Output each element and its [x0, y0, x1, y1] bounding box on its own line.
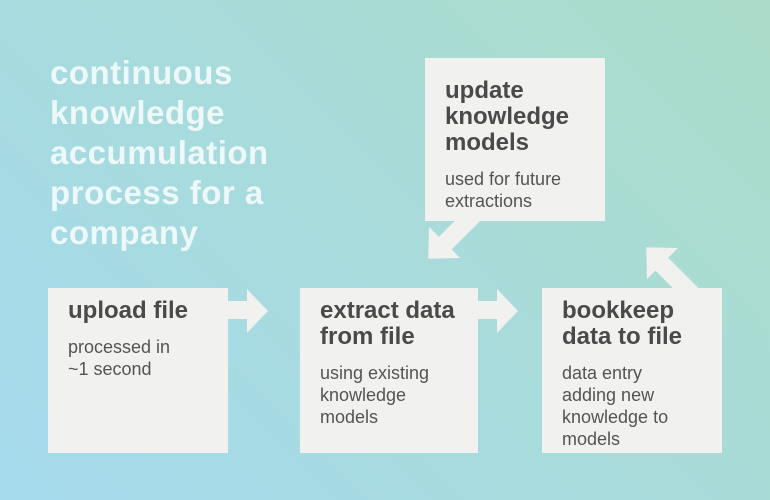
- diagram-title-line: accumulation: [50, 134, 269, 171]
- node-subtitle-line: using existing: [320, 363, 430, 383]
- node-title-line: knowledge: [445, 103, 570, 130]
- diagram-title-line: continuous: [50, 54, 233, 91]
- arrow-right-upload-to-extract-icon: [228, 289, 268, 333]
- node-subtitle: data entry adding new knowledge to model…: [562, 362, 708, 450]
- node-title: bookkeep data to file: [562, 298, 708, 350]
- node-subtitle-line: used for future: [445, 169, 562, 189]
- node-subtitle: used for future extractions: [445, 168, 591, 212]
- node-title: update knowledge models: [445, 78, 591, 156]
- node-subtitle-line: extractions: [445, 191, 533, 211]
- node-title-line: upload file: [68, 297, 188, 324]
- node-subtitle-line: models: [562, 429, 621, 449]
- node-update-knowledge-models: update knowledge models used for future …: [425, 58, 605, 221]
- diagram-title: continuous knowledge accumulation proces…: [50, 53, 350, 253]
- diagram-title-line: knowledge: [50, 94, 226, 131]
- diagram-title-line: process for a: [50, 174, 264, 211]
- node-title-line: from file: [320, 323, 415, 350]
- node-subtitle: processed in ~1 second: [68, 336, 214, 380]
- node-subtitle-line: knowledge: [320, 385, 407, 405]
- node-subtitle: using existing knowledge models: [320, 362, 464, 428]
- node-title-line: models: [445, 129, 530, 156]
- node-extract-data-from-file: extract data from file using existing kn…: [300, 288, 478, 453]
- node-subtitle-line: knowledge to: [562, 407, 669, 427]
- node-title-line: bookkeep: [562, 297, 675, 324]
- node-title: upload file: [68, 298, 214, 324]
- node-upload-file: upload file processed in ~1 second: [48, 288, 228, 453]
- diagram-title-line: company: [50, 214, 199, 251]
- node-subtitle-line: processed in: [68, 337, 171, 357]
- node-title-line: extract data: [320, 297, 455, 324]
- node-subtitle-line: models: [320, 407, 379, 427]
- node-title: extract data from file: [320, 298, 464, 350]
- node-subtitle-line: adding new: [562, 385, 655, 405]
- node-subtitle-line: ~1 second: [68, 359, 152, 379]
- arrow-right-extract-to-bookkeep-icon: [478, 289, 518, 333]
- node-title-line: data to file: [562, 323, 683, 350]
- node-bookkeep-data-to-file: bookkeep data to file data entry adding …: [542, 288, 722, 453]
- node-subtitle-line: data entry: [562, 363, 643, 383]
- node-title-line: update: [445, 77, 524, 104]
